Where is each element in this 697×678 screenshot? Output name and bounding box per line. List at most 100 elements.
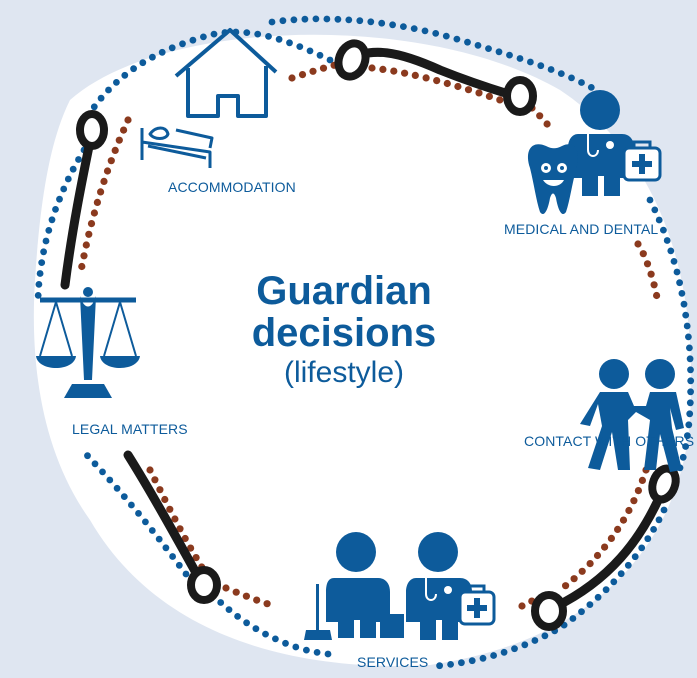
blue-dot [148,527,156,534]
brown-dot [639,250,647,258]
blue-dot [400,23,407,30]
blue-dot [436,662,443,670]
brown-dot [181,534,189,543]
brown-dot [368,64,376,72]
brown-dot [647,270,655,278]
services-doctor-icon [406,532,472,640]
blue-dot [673,268,681,276]
blue-dot [516,55,524,62]
blue-dot [272,635,279,643]
blue-dot [34,292,42,299]
blue-dot [64,175,72,183]
blue-dot [169,553,177,560]
blue-dot [286,39,293,47]
outer-dotted-ring [34,15,695,670]
blue-dot [458,659,465,667]
blue-dot [69,165,77,173]
blue-dot [97,94,105,102]
blue-dot [243,29,251,36]
brown-dot [100,177,108,185]
blue-dot [410,25,418,32]
title-line-1: Guardian [256,269,432,313]
blue-dot [655,516,663,524]
blue-dot [644,535,652,543]
brown-dot [496,96,504,104]
brown-dot [454,82,462,91]
blue-dot [279,17,287,25]
blue-dot [290,16,298,24]
brown-dot [156,486,164,494]
brown-dot [643,260,652,268]
blue-dot [40,248,47,256]
blue-dot [521,641,529,649]
brown-dot [176,525,184,533]
people-holding-hands-icon [580,359,684,472]
blue-dot [84,452,91,460]
blue-dot [130,65,138,73]
blue-dot [541,632,549,640]
medical-kit-icon [622,140,662,182]
blue-dot [217,599,225,606]
blue-dot [252,625,260,633]
blue-dot [569,615,577,622]
blue-dot [442,32,450,40]
blue-dot [687,388,694,396]
brown-dot [475,89,483,97]
blue-dot [35,281,43,288]
blue-dot [537,62,545,70]
blue-dot [268,18,276,26]
central-circle [33,34,692,666]
blue-dot [323,15,331,23]
brown-dot [593,551,602,560]
brown-dot [485,92,493,100]
blue-dot [38,259,46,266]
brown-dot [93,198,101,206]
blue-dot [139,59,147,67]
brown-dot [146,466,154,474]
blue-dot [90,103,98,111]
label-services: SERVICES [357,654,429,670]
tooth-icon [527,144,579,215]
brown-dot [166,505,174,513]
brown-dot [570,575,578,583]
label-contact-with-others: CONTACT WITH OTHERS [524,433,695,449]
blue-dot [356,17,364,25]
title-line-2: decisions [251,311,437,355]
brown-dot [309,67,317,75]
label-accommodation: ACCOMMODATION [168,179,296,195]
blue-dot [334,15,342,23]
center-title: Guardian decisions (lifestyle) [236,270,452,392]
blue-dot [686,410,694,418]
blue-dot [200,33,207,41]
blue-dot [527,58,534,66]
brown-dot [80,252,88,260]
blue-dot [578,79,585,86]
services-medical-kit-icon [458,584,496,626]
brown-dot [443,79,451,88]
blue-dot [106,476,114,484]
blue-dot [158,48,166,56]
blue-dot [367,18,375,26]
blue-dot [45,227,53,234]
blue-dot [646,196,654,204]
blue-dot [631,553,639,561]
blue-dot [490,652,497,659]
brown-dot [151,476,159,484]
brown-dot [638,476,647,484]
blue-dot [127,501,135,509]
blue-dot [121,71,129,79]
blue-dot [500,648,508,656]
brown-dot [222,584,230,592]
house-icon [174,28,278,118]
brown-dot [586,560,594,568]
blue-dot [660,226,667,234]
blue-dot [686,355,694,363]
blue-dot [91,460,99,468]
blue-dot [638,544,646,552]
blue-dot [243,619,251,627]
blue-dot [113,79,120,86]
blue-dot [684,432,691,440]
brown-dot [192,554,200,562]
